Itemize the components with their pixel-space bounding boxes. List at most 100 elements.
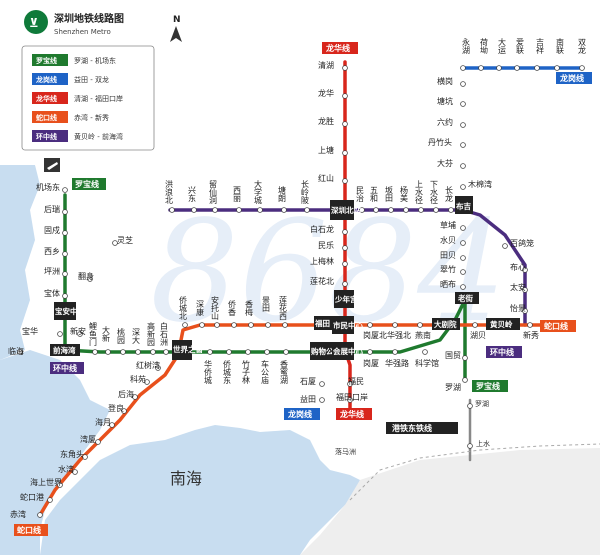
station-label[interactable]: 翠竹 (440, 264, 456, 274)
station-label[interactable]: 深大 (132, 328, 141, 345)
station-dot[interactable] (17, 349, 23, 355)
station-label[interactable]: 福民 (348, 377, 364, 386)
station-label[interactable]: 高新园 (147, 321, 156, 347)
station-label[interactable]: 华侨城 (204, 359, 213, 385)
station-dot[interactable] (342, 245, 348, 251)
station-label[interactable]: 车公庙 (261, 359, 270, 385)
station-dot[interactable] (182, 322, 188, 328)
station-label[interactable]: 燕南 (415, 330, 431, 340)
station-label[interactable]: 岗厦北 (363, 331, 387, 340)
station-dot[interactable] (57, 331, 63, 337)
station-label[interactable]: 国贸 (445, 350, 461, 360)
tag-longgang-top[interactable]: 龙岗线 (556, 72, 592, 84)
station-label[interactable]: 爱联 (516, 38, 525, 55)
station-dot[interactable] (319, 381, 325, 387)
station-dot[interactable] (467, 443, 473, 449)
interchange-huangbeiling[interactable]: 黄贝岭 (486, 318, 520, 330)
station-label[interactable]: 侨城北 (179, 295, 188, 321)
station-label[interactable]: 湾厦 (80, 434, 96, 444)
station-dot[interactable] (342, 121, 348, 127)
station-dot[interactable] (132, 394, 138, 400)
station-label[interactable]: 莲花西 (279, 295, 288, 321)
station-label[interactable]: 永湖 (462, 37, 471, 55)
station-label[interactable]: 安托山 (211, 295, 220, 321)
station-label[interactable]: 草埔 (440, 220, 456, 230)
station-label[interactable]: 大芬 (437, 158, 453, 168)
station-label[interactable]: 大学城 (254, 179, 263, 205)
station-dot[interactable] (62, 293, 68, 299)
station-label[interactable]: 福田口岸 (336, 393, 368, 402)
station-label[interactable]: 西丽 (233, 186, 242, 203)
station-dot[interactable] (388, 207, 394, 213)
station-label[interactable]: 登良 (108, 403, 124, 413)
station-dot[interactable] (265, 322, 271, 328)
station-dot[interactable] (62, 209, 68, 215)
station-label[interactable]: 华强北 (387, 330, 411, 340)
station-dot[interactable] (514, 65, 520, 71)
station-label[interactable]: 临海 (8, 346, 24, 356)
station-label[interactable]: 民乐 (318, 240, 334, 250)
station-dot[interactable] (120, 349, 126, 355)
station-label[interactable]: 五和 (370, 186, 379, 203)
tag-huanzhong-left[interactable]: 环中线 (50, 362, 84, 374)
station-dot[interactable] (236, 207, 242, 213)
station-label[interactable]: 上水径 (415, 180, 424, 204)
interchange-futian[interactable]: 福田 (314, 316, 332, 330)
station-label[interactable]: 清湖 (318, 60, 334, 70)
station-dot[interactable] (342, 178, 348, 184)
station-dot[interactable] (62, 230, 68, 236)
station-label[interactable]: 大运 (498, 37, 507, 55)
station-dot[interactable] (144, 379, 150, 385)
station-label[interactable]: 益田 (300, 394, 316, 404)
station-label[interactable]: 水湾 (58, 464, 74, 474)
station-label[interactable]: 蛇口港 (20, 492, 44, 502)
station-dot[interactable] (342, 150, 348, 156)
station-dot[interactable] (462, 355, 468, 361)
station-dot[interactable] (342, 93, 348, 99)
station-label[interactable]: 固戍 (44, 225, 60, 235)
station-label[interactable]: 深康 (196, 300, 205, 316)
station-label[interactable]: 木棉湾 (468, 179, 492, 189)
station-label[interactable]: 香梅 (245, 299, 254, 317)
station-label[interactable]: 翻身 (78, 271, 94, 281)
station-label[interactable]: 宝体 (44, 288, 60, 298)
station-dot[interactable] (367, 322, 373, 328)
interchange-shijiezhichuang[interactable]: 世界之窗 (172, 340, 203, 360)
station-dot[interactable] (433, 207, 439, 213)
station-dot[interactable] (460, 255, 466, 261)
interchange-shenzhenbei[interactable]: 深圳北站 (330, 200, 361, 220)
station-dot[interactable] (304, 207, 310, 213)
interchange-gouwugongyuan[interactable]: 购物公园 (310, 342, 341, 360)
station-dot[interactable] (37, 512, 43, 518)
station-dot[interactable] (105, 349, 111, 355)
tag-shekou-bottom[interactable]: 蛇口线 (14, 524, 48, 536)
station-dot[interactable] (460, 240, 466, 246)
station-label[interactable]: 灵芝 (117, 235, 133, 245)
station-dot[interactable] (522, 267, 528, 273)
station-dot[interactable] (163, 349, 169, 355)
station-dot[interactable] (57, 482, 63, 488)
station-dot[interactable] (72, 469, 78, 475)
station-dot[interactable] (155, 365, 161, 371)
station-dot[interactable] (257, 207, 263, 213)
station-dot[interactable] (47, 497, 53, 503)
station-label[interactable]: 机场东 (36, 182, 60, 192)
station-label[interactable]: 桃园 (117, 327, 126, 345)
station-label[interactable]: 塘坑 (437, 96, 453, 106)
station-label[interactable]: 民治 (356, 186, 365, 203)
station-label[interactable]: 华强路 (385, 358, 409, 368)
tag-luobao-right[interactable]: 罗宝线 (472, 380, 508, 392)
station-label[interactable]: 上塘 (318, 145, 334, 155)
station-label[interactable]: 赤湾 (10, 509, 26, 519)
tag-luobao-left[interactable]: 罗宝线 (72, 178, 106, 190)
station-dot[interactable] (392, 322, 398, 328)
station-dot[interactable] (342, 229, 348, 235)
station-label[interactable]: 双龙 (578, 38, 587, 55)
station-label[interactable]: 长岭陂 (301, 179, 310, 205)
tag-huanzhong-right[interactable]: 环中线 (486, 346, 522, 358)
station-dot[interactable] (418, 207, 424, 213)
station-dot[interactable] (392, 349, 398, 355)
station-label[interactable]: 莲花北 (310, 276, 334, 286)
station-label[interactable]: 田贝 (440, 251, 456, 260)
station-dot[interactable] (264, 349, 270, 355)
